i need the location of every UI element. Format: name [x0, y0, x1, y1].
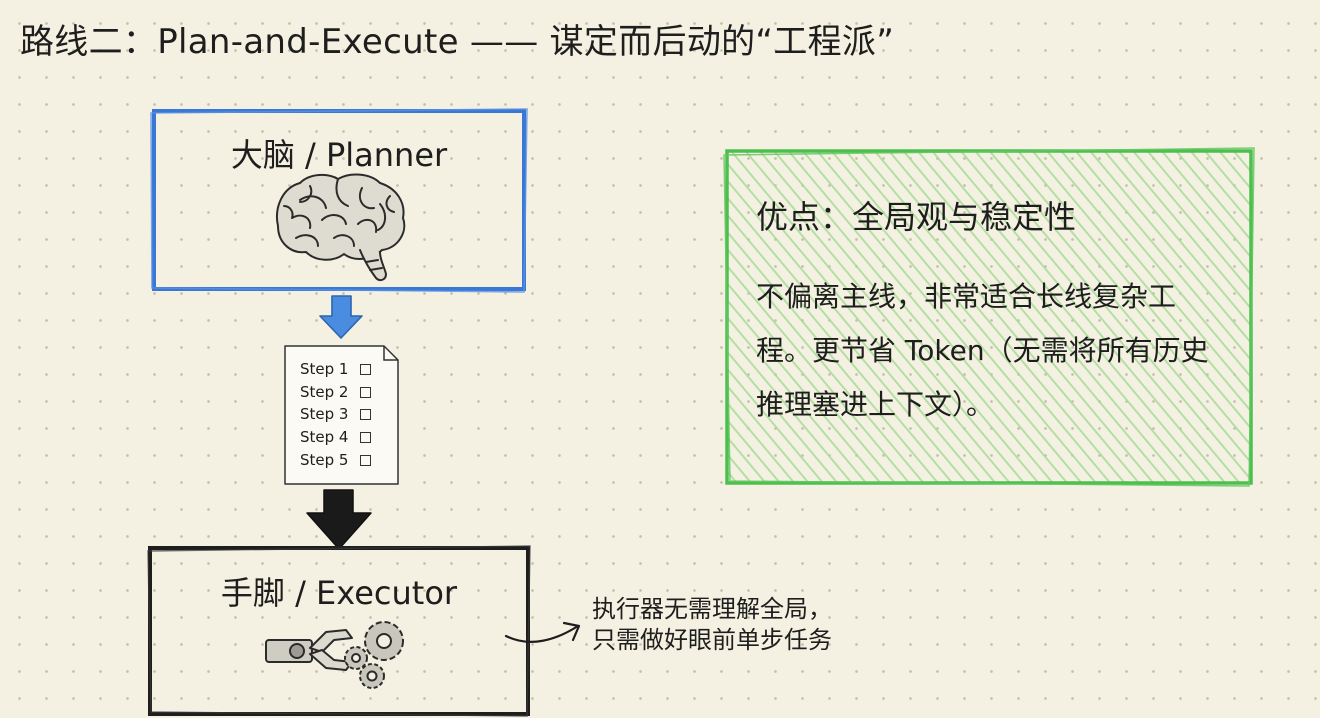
- executor-label: 手脚 / Executor: [220, 574, 458, 612]
- checkbox-icon: [360, 454, 371, 466]
- checkbox-icon: [360, 431, 371, 443]
- executor-box: [147, 545, 531, 717]
- plan-step: Step 4: [300, 426, 371, 449]
- robot-gripper-gears-icon: [265, 621, 404, 689]
- step-label: Step 4: [300, 428, 349, 447]
- pros-body: 不偏离主线，非常适合长线复杂工程。更节省 Token（无需将所有历史推理塞进上下…: [756, 280, 1209, 421]
- executor-note: 执行器无需理解全局， 只需做好眼前单步任务: [592, 594, 832, 656]
- step-label: Step 2: [300, 382, 349, 401]
- brain-icon: [276, 173, 406, 282]
- checkbox-icon: [360, 386, 371, 398]
- executor-note-line: 只需做好眼前单步任务: [592, 626, 832, 654]
- planner-box: [150, 108, 528, 293]
- checklist-icon: [284, 345, 399, 485]
- plan-step: Step 3: [300, 403, 371, 426]
- step-label: Step 3: [300, 405, 349, 424]
- planner-label: 大脑 / Planner: [230, 136, 448, 174]
- pros-box: [723, 147, 1255, 487]
- executor-note-arrow: [504, 621, 581, 643]
- step-label: Step 5: [300, 450, 349, 469]
- plan-step: Step 5: [300, 449, 371, 472]
- plan-step-list: Step 1 Step 2 Step 3 Step 4 Step 5: [300, 358, 371, 472]
- pros-title: 优点：全局观与稳定性: [756, 198, 1077, 236]
- page-title: 路线二：Plan-and-Execute —— 谋定而后动的“工程派”: [20, 22, 895, 62]
- checkbox-icon: [360, 363, 371, 375]
- plan-to-executor-arrow: [306, 489, 372, 550]
- plan-step: Step 2: [300, 381, 371, 404]
- checkbox-icon: [360, 409, 371, 421]
- step-label: Step 1: [300, 360, 349, 378]
- planner-to-plan-arrow: [319, 295, 363, 339]
- executor-note-line: 执行器无需理解全局，: [592, 595, 832, 623]
- plan-step: Step 1: [300, 358, 371, 381]
